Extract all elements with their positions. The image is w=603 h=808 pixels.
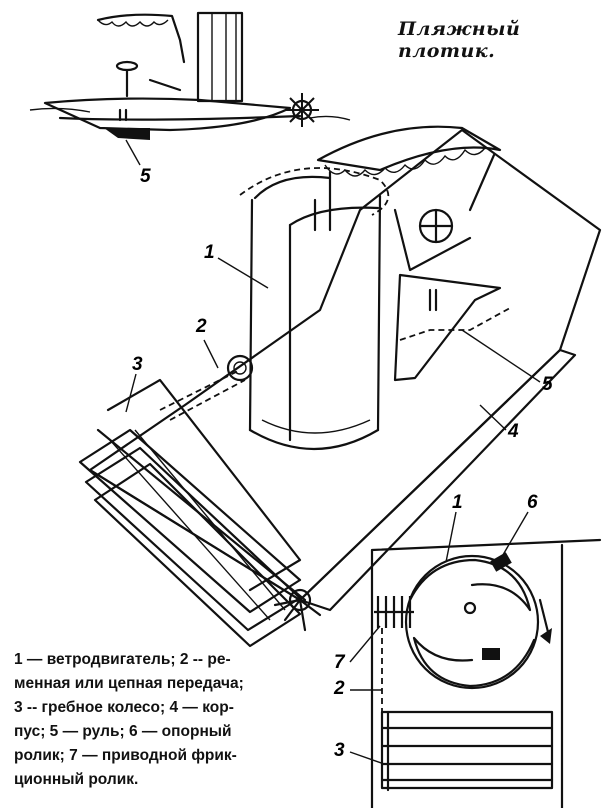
callout-3: 3 bbox=[132, 354, 143, 375]
side-view-label-5: 5 bbox=[140, 166, 151, 187]
main-view bbox=[78, 125, 602, 648]
plan-callout-6: 6 bbox=[527, 492, 538, 513]
caption-line: ролик; 7 — приводной фрик- bbox=[14, 747, 237, 764]
paddle-wheel bbox=[78, 378, 322, 648]
caption-line: 3 -- гребное колесо; 4 — кор- bbox=[14, 699, 234, 716]
plan-callout-2: 2 bbox=[333, 678, 345, 699]
callout-2: 2 bbox=[195, 316, 207, 337]
side-view bbox=[29, 11, 351, 140]
callout-5: 5 bbox=[542, 374, 553, 395]
callout-1: 1 bbox=[204, 242, 215, 263]
plan-callout-7: 7 bbox=[334, 652, 346, 673]
caption-line: менная или цепная передача; bbox=[14, 675, 244, 692]
figure-title: Пляжный плотик. bbox=[398, 18, 521, 62]
caption-line: пус; 5 — руль; 6 — опорный bbox=[14, 723, 232, 740]
legend-caption: 1 — ветродвигатель; 2 -- ре- менная или … bbox=[14, 648, 334, 792]
callout-4: 4 bbox=[507, 421, 519, 442]
caption-line: ционный ролик. bbox=[14, 771, 139, 788]
plan-view bbox=[370, 538, 602, 808]
plan-callout-3: 3 bbox=[334, 740, 345, 761]
caption-line: 1 — ветродвигатель; 2 -- ре- bbox=[14, 651, 231, 668]
plan-callout-1: 1 bbox=[452, 492, 463, 513]
